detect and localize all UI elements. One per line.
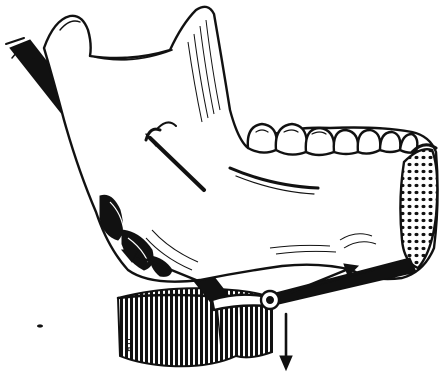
ink-dot	[37, 324, 43, 327]
arrow-downward-pull	[280, 314, 292, 370]
artist-signature: RTL	[125, 336, 135, 352]
